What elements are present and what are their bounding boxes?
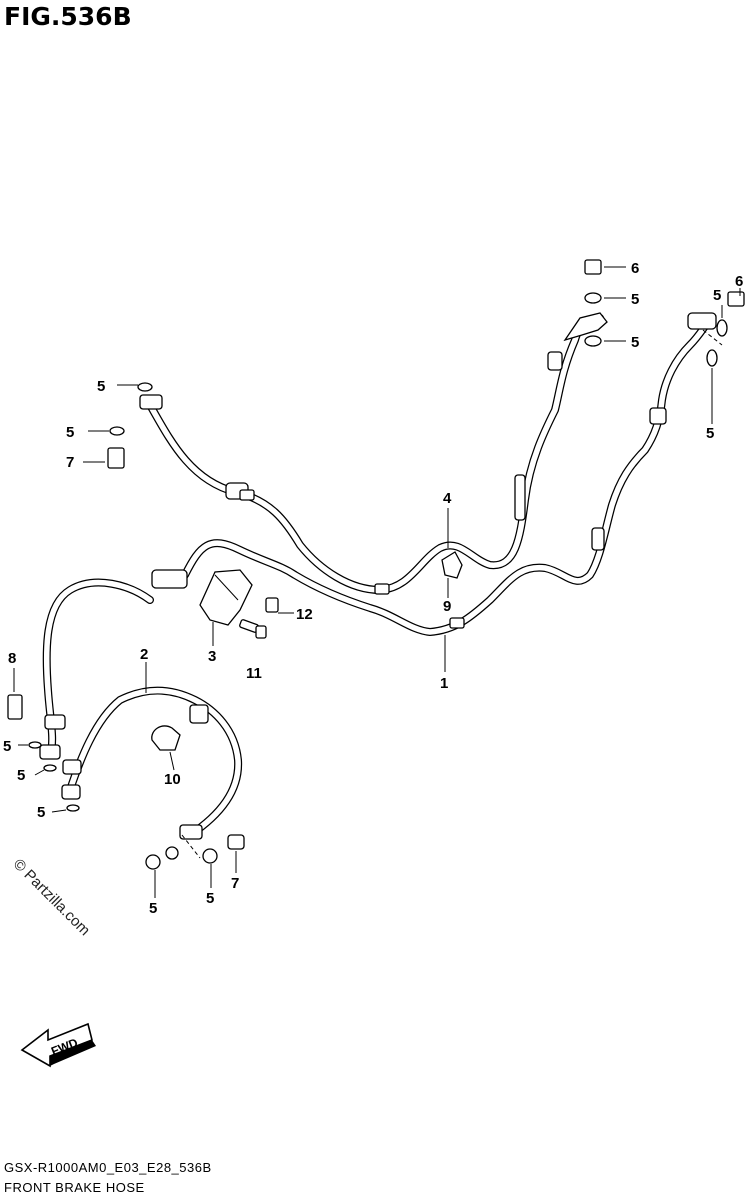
washers[interactable] — [28, 292, 728, 870]
callout-5f: 5 — [706, 425, 714, 442]
banjo-fittings — [39, 312, 717, 840]
model-code: GSX-R1000AM0_E03_E28_536B — [4, 1160, 212, 1175]
leader-lines — [13, 266, 741, 898]
callout-12: 12 — [296, 606, 313, 623]
callout-5j: 5 — [149, 900, 157, 917]
callout-5b: 5 — [66, 424, 74, 441]
callout-1: 1 — [440, 675, 448, 692]
callout-6b: 6 — [735, 273, 743, 290]
callout-4: 4 — [443, 490, 452, 507]
callout-8: 8 — [8, 650, 16, 667]
callout-5h: 5 — [17, 767, 25, 784]
callout-7b: 7 — [231, 875, 239, 892]
callout-5a: 5 — [97, 378, 105, 395]
dashed-alignment-lines — [181, 329, 723, 859]
figure-caption: FRONT BRAKE HOSE — [4, 1180, 145, 1195]
hose-4[interactable] — [146, 314, 604, 594]
callout-5e: 5 — [713, 287, 721, 304]
callout-5k: 5 — [206, 890, 214, 907]
callout-labels: 1 2 3 4 5 5 5 5 5 5 5 5 5 5 5 6 6 7 7 8 … — [3, 260, 743, 917]
fwd-arrow-icon: FWD — [20, 1022, 96, 1068]
callout-5g: 5 — [3, 738, 11, 755]
clamp-9[interactable] — [441, 551, 463, 579]
callout-2: 2 — [140, 646, 148, 663]
bolt-11[interactable] — [239, 619, 267, 639]
hose-1[interactable] — [181, 316, 714, 636]
figure-title: FIG.536B — [4, 2, 132, 31]
bolt-12[interactable] — [265, 597, 279, 613]
callout-5i: 5 — [37, 804, 45, 821]
hose-2[interactable] — [66, 686, 243, 839]
callout-11: 11 — [246, 665, 262, 682]
callout-7a: 7 — [66, 454, 74, 471]
clamp-10[interactable] — [151, 725, 181, 751]
callout-9: 9 — [443, 598, 451, 615]
bracket-3[interactable] — [199, 569, 253, 626]
callout-10: 10 — [164, 771, 181, 788]
callout-3: 3 — [208, 648, 216, 665]
callout-5c: 5 — [631, 291, 639, 308]
callout-6a: 6 — [631, 260, 639, 277]
callout-5d: 5 — [631, 334, 639, 351]
